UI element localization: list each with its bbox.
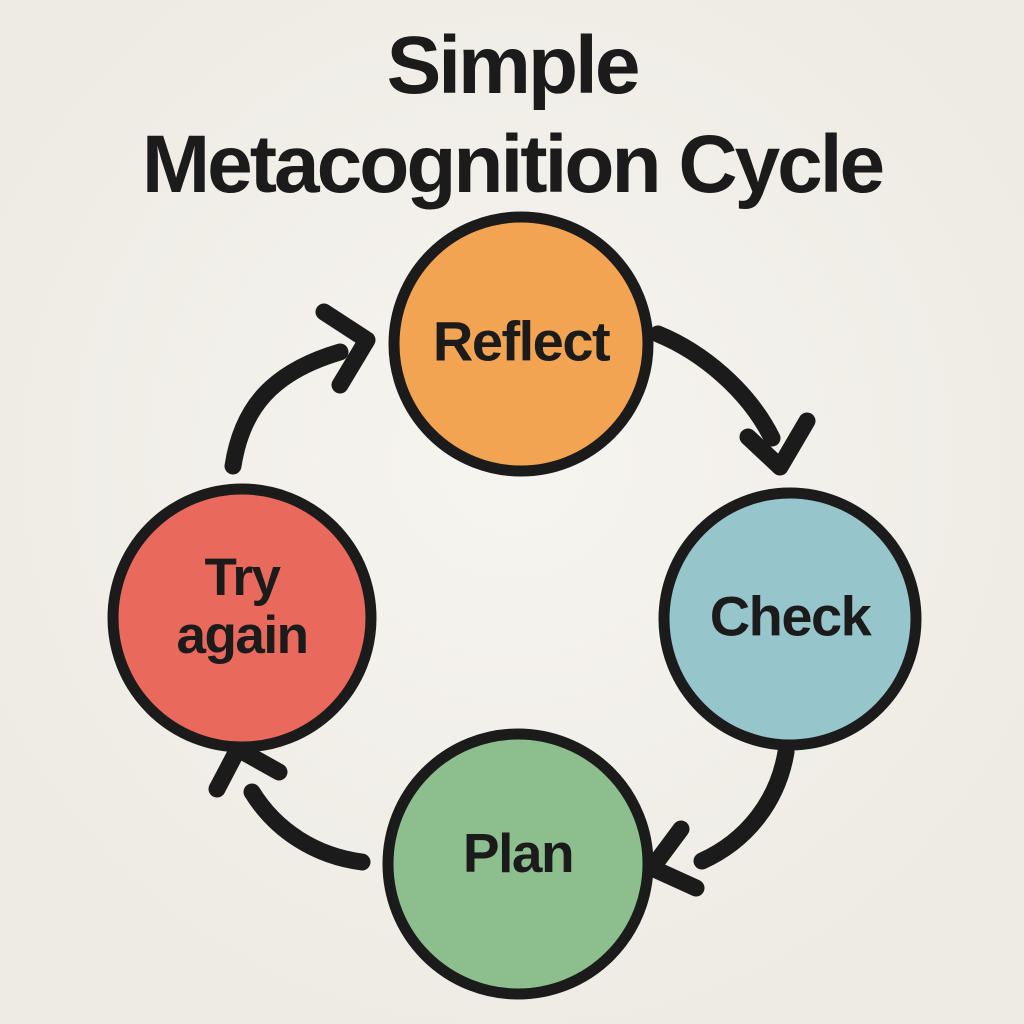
node-check-label: Check: [709, 584, 872, 648]
arrow-check-to-plan: [643, 743, 795, 897]
arrow-check-to-plan-head-icon: [643, 820, 705, 897]
node-reflect-circle: [388, 211, 654, 477]
arrow-plan-to-try-again-shaft: [243, 783, 371, 871]
arrow-try-again-to-reflect: [224, 303, 376, 475]
arrow-try-again-to-reflect-head-icon: [315, 303, 376, 394]
node-try-again-circle: [107, 483, 377, 753]
arrow-plan-to-try-again-head-icon: [208, 740, 288, 798]
arrow-reflect-to-check-head-icon: [739, 412, 816, 476]
node-try-again-label: Try again: [176, 548, 309, 665]
page-title: Simple Metacognition Cycle: [0, 16, 1024, 214]
arrow-plan-to-try-again: [208, 740, 371, 871]
node-plan-circle: [382, 728, 654, 1000]
arrow-try-again-to-reflect-shaft: [224, 343, 349, 475]
node-reflect-label: Reflect: [432, 309, 611, 373]
arrow-reflect-to-check-shaft: [649, 325, 781, 447]
title-line-2: Metacognition Cycle: [141, 119, 885, 210]
node-check-circle: [658, 487, 922, 751]
arrow-reflect-to-check: [649, 325, 816, 476]
node-plan-label: Plan: [462, 822, 575, 884]
title-line-1: Simple: [386, 20, 641, 111]
arrow-check-to-plan-shaft: [693, 743, 795, 870]
